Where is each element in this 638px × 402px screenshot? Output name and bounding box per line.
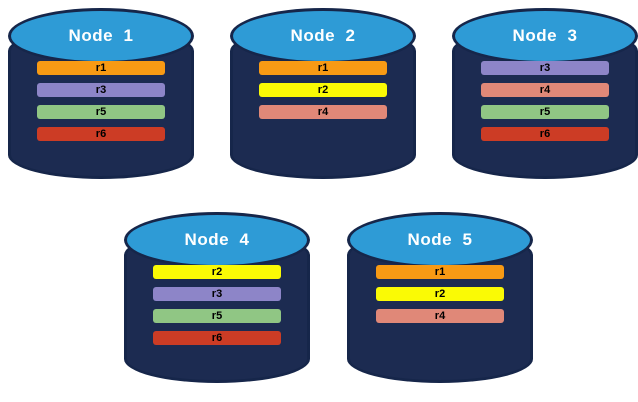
cylinder-top-disc: Node 3 — [452, 8, 638, 64]
replica-bar[interactable]: r3 — [37, 83, 165, 97]
replica-bar[interactable]: r2 — [153, 265, 281, 279]
replica-bar[interactable]: r3 — [153, 287, 281, 301]
database-node-3[interactable]: Node 3 r3 r4 r5 r6 — [452, 8, 638, 188]
replica-list: r1 r2 r4 — [259, 61, 387, 119]
replica-bar[interactable]: r1 — [376, 265, 504, 279]
node-label: Node 1 — [68, 26, 134, 45]
database-node-5[interactable]: Node 5 r1 r2 r4 — [347, 212, 533, 392]
database-node-2[interactable]: Node 2 r1 r2 r4 — [230, 8, 416, 188]
node-label: Node 2 — [290, 26, 356, 45]
replica-list: r3 r4 r5 r6 — [481, 61, 609, 141]
replica-list: r1 r2 r4 — [376, 265, 504, 323]
cylinder-top-disc: Node 1 — [8, 8, 194, 64]
cylinder-top-disc: Node 5 — [347, 212, 533, 268]
replica-bar[interactable]: r5 — [153, 309, 281, 323]
replica-bar[interactable]: r4 — [376, 309, 504, 323]
node-label: Node 5 — [407, 230, 473, 249]
cylinder-top-disc: Node 2 — [230, 8, 416, 64]
replica-bar[interactable]: r1 — [259, 61, 387, 75]
database-node-4[interactable]: Node 4 r2 r3 r5 r6 — [124, 212, 310, 392]
replica-bar[interactable]: r2 — [376, 287, 504, 301]
cylinder-top-disc: Node 4 — [124, 212, 310, 268]
replica-bar[interactable]: r5 — [481, 105, 609, 119]
replica-bar[interactable]: r6 — [37, 127, 165, 141]
replica-list: r2 r3 r5 r6 — [153, 265, 281, 345]
replica-bar[interactable]: r6 — [481, 127, 609, 141]
node-label: Node 3 — [512, 26, 578, 45]
replica-bar[interactable]: r5 — [37, 105, 165, 119]
replica-bar[interactable]: r4 — [259, 105, 387, 119]
replica-bar[interactable]: r1 — [37, 61, 165, 75]
node-label: Node 4 — [184, 230, 250, 249]
replica-bar[interactable]: r2 — [259, 83, 387, 97]
replica-list: r1 r3 r5 r6 — [37, 61, 165, 141]
database-node-1[interactable]: Node 1 r1 r3 r5 r6 — [8, 8, 194, 188]
replica-bar[interactable]: r6 — [153, 331, 281, 345]
replica-bar[interactable]: r4 — [481, 83, 609, 97]
replica-bar[interactable]: r3 — [481, 61, 609, 75]
